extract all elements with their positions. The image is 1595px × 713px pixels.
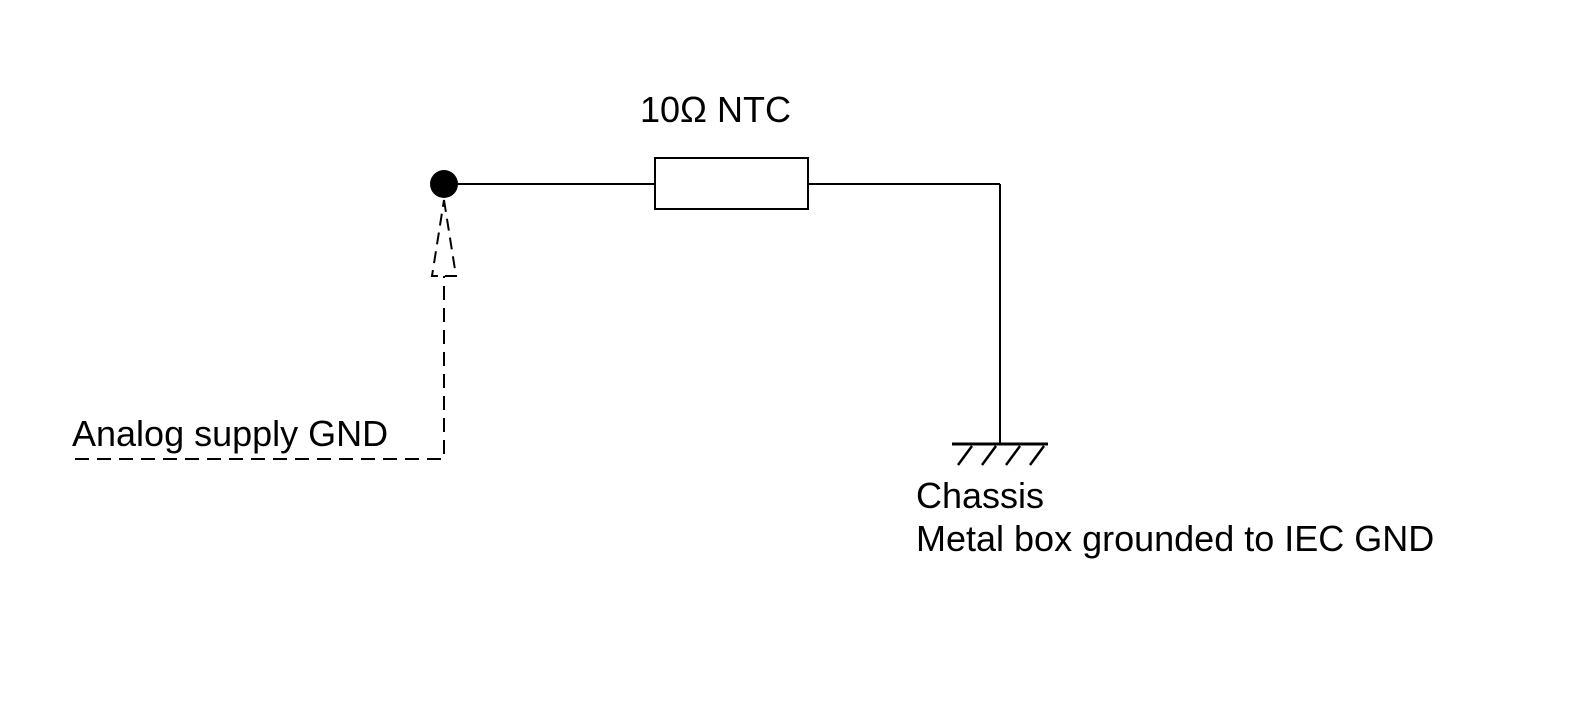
supply-label: Analog supply GND [72,413,389,454]
chassis-description-label: Metal box grounded to IEC GND [916,518,1435,559]
junction-dot [430,170,458,198]
dashed-arrow [75,199,458,460]
resistor-label: 10Ω NTC [640,89,791,130]
chassis-ground-symbol [952,442,1048,466]
resistor-symbol [654,157,809,210]
chassis-title-label: Chassis [916,475,1045,516]
